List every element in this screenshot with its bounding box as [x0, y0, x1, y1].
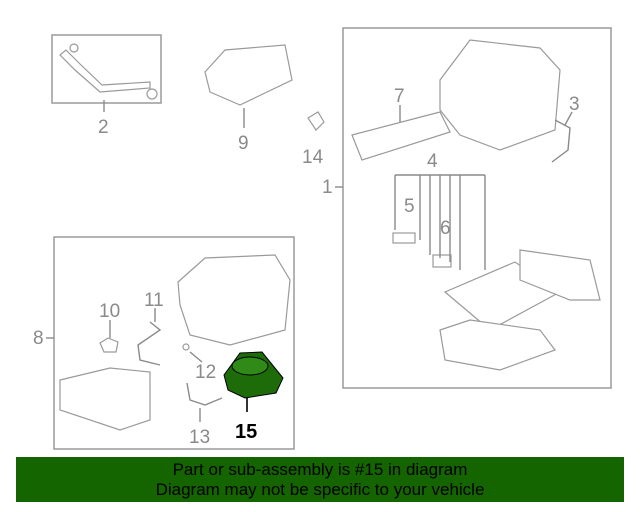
callout-9[interactable]: 9: [238, 133, 249, 154]
part-13-hose[interactable]: [186, 382, 223, 406]
part-5[interactable]: [392, 232, 416, 244]
part-8-hvac-housing[interactable]: [177, 254, 291, 346]
callout-5[interactable]: 5: [404, 196, 415, 217]
callout-1[interactable]: 1: [322, 177, 333, 198]
callout-6[interactable]: 6: [440, 218, 451, 239]
callout-3[interactable]: 3: [569, 94, 580, 115]
part-10[interactable]: [99, 337, 119, 353]
part-1-hvac-housing[interactable]: [439, 39, 561, 151]
part-6[interactable]: [432, 254, 452, 268]
part-15-blower-motor[interactable]: [223, 351, 284, 399]
part-12-screw[interactable]: [182, 343, 190, 351]
leader-lines: [46, 100, 573, 422]
part-lower-case[interactable]: [439, 319, 556, 371]
part-evaporator-case[interactable]: [519, 249, 601, 301]
callout-11[interactable]: 11: [144, 290, 164, 311]
callout-4[interactable]: 4: [427, 151, 438, 172]
callout-12[interactable]: 12: [195, 362, 216, 383]
callout-8[interactable]: 8: [33, 328, 44, 349]
callout-13[interactable]: 13: [189, 427, 210, 448]
part-7-heater-core[interactable]: [351, 111, 451, 161]
callout-7[interactable]: 7: [394, 86, 405, 107]
part-3-sensor[interactable]: [551, 119, 571, 163]
callout-15[interactable]: 15: [235, 421, 257, 443]
part-11-harness[interactable]: [137, 321, 162, 366]
part-2-hose[interactable]: [59, 43, 158, 100]
group-box-2: [51, 34, 162, 104]
callout-2[interactable]: 2: [98, 117, 109, 138]
info-banner: Part or sub-assembly is #15 in diagram D…: [16, 457, 624, 502]
part-9-cover[interactable]: [204, 44, 293, 106]
banner-line-1: Part or sub-assembly is #15 in diagram: [172, 460, 468, 479]
group-box-1: [342, 27, 612, 389]
part-14-clip[interactable]: [307, 111, 325, 131]
callout-10[interactable]: 10: [99, 301, 120, 322]
group-box-8: [53, 236, 295, 450]
banner-line-2: Diagram may not be specific to your vehi…: [155, 480, 485, 499]
part-blower-case[interactable]: [59, 367, 151, 431]
callout-14[interactable]: 14: [302, 147, 324, 168]
